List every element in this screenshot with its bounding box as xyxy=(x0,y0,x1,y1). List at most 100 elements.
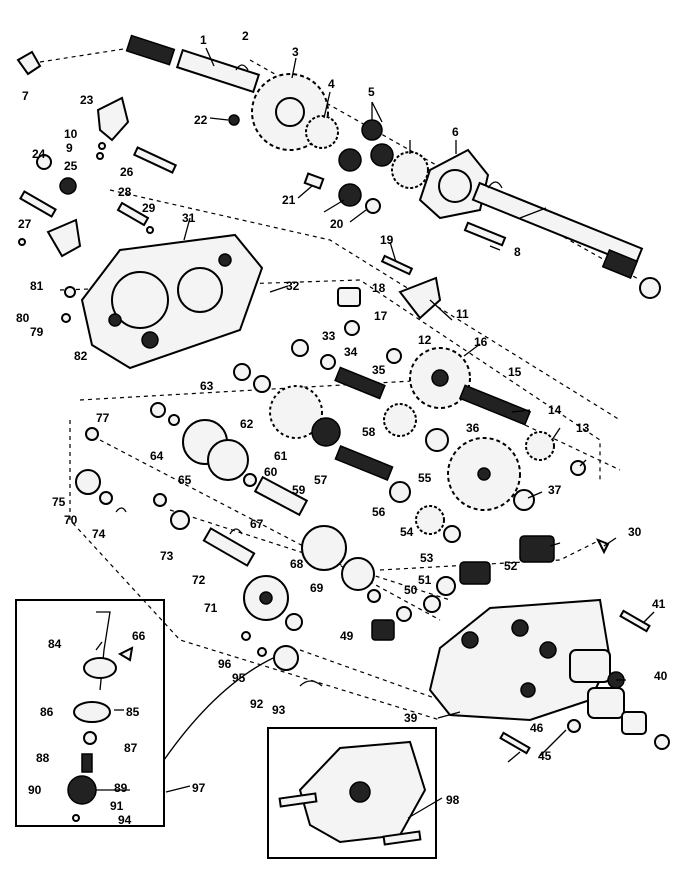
callout-90: 90 xyxy=(28,783,42,797)
callout-64: 64 xyxy=(150,449,164,463)
callout-86: 86 xyxy=(40,705,54,719)
callout-46: 46 xyxy=(530,721,544,735)
callout-92: 92 xyxy=(250,697,264,711)
shift-linkage-parts xyxy=(18,96,178,323)
callout-26: 26 xyxy=(120,165,134,179)
callout-82: 82 xyxy=(74,349,88,363)
callout-23: 23 xyxy=(80,93,94,107)
callout-66: 66 xyxy=(132,629,146,643)
gear-62 xyxy=(269,385,323,439)
callout-27: 27 xyxy=(18,217,32,231)
callout-80: 80 xyxy=(16,311,30,325)
callout-8: 8 xyxy=(514,245,521,259)
callout-1: 1 xyxy=(200,33,207,47)
callout-31: 31 xyxy=(182,211,196,225)
callout-32: 32 xyxy=(286,279,300,293)
callout-69: 69 xyxy=(310,581,324,595)
callout-79: 79 xyxy=(30,325,44,339)
callout-87: 87 xyxy=(124,741,138,755)
callout-75: 75 xyxy=(52,495,66,509)
callout-67: 67 xyxy=(250,517,264,531)
callout-6: 6 xyxy=(452,125,459,139)
callout-59: 59 xyxy=(292,483,306,497)
callout-29: 29 xyxy=(142,201,156,215)
callout-39: 39 xyxy=(404,711,418,725)
callout-96: 96 xyxy=(218,657,232,671)
callout-77: 77 xyxy=(96,411,110,425)
disc-65 xyxy=(207,439,249,481)
shift-cable-97 xyxy=(163,631,323,761)
callout-89: 89 xyxy=(114,781,128,795)
callout-2: 2 xyxy=(242,29,249,43)
callout-16: 16 xyxy=(474,335,488,349)
callout-94: 94 xyxy=(118,813,132,827)
callout-3: 3 xyxy=(292,45,299,59)
gear-4-right xyxy=(391,151,429,189)
callout-73: 73 xyxy=(160,549,174,563)
callout-34: 34 xyxy=(344,345,358,359)
callout-81: 81 xyxy=(30,279,44,293)
callout-30: 30 xyxy=(628,525,642,539)
callout-25: 25 xyxy=(64,159,78,173)
upper-shaft-assembly xyxy=(16,34,661,299)
callout-33: 33 xyxy=(322,329,336,343)
callout-57: 57 xyxy=(314,473,328,487)
callout-22: 22 xyxy=(194,113,208,127)
callout-49: 49 xyxy=(340,629,354,643)
callout-98: 98 xyxy=(446,793,460,807)
callout-88: 88 xyxy=(36,751,50,765)
callout-4: 4 xyxy=(328,77,335,91)
callout-12: 12 xyxy=(418,333,432,347)
callout-15: 15 xyxy=(508,365,522,379)
callout-7: 7 xyxy=(22,89,29,103)
disc-68 xyxy=(301,525,347,571)
callout-84: 84 xyxy=(48,637,62,651)
callout-50: 50 xyxy=(404,583,418,597)
callout-55: 55 xyxy=(418,471,432,485)
callout-61: 61 xyxy=(274,449,288,463)
callout-10: 10 xyxy=(64,127,78,141)
callout-36: 36 xyxy=(466,421,480,435)
callout-54: 54 xyxy=(400,525,414,539)
callout-17: 17 xyxy=(374,309,388,323)
callout-45: 45 xyxy=(538,749,552,763)
main-shaft-1 xyxy=(471,181,644,267)
callout-21: 21 xyxy=(282,193,296,207)
callout-60: 60 xyxy=(264,465,278,479)
left-case-half-31 xyxy=(80,233,264,370)
callout-labels: 1 2 3 4 5 6 7 8 9 10 11 12 13 14 15 16 1… xyxy=(16,29,668,827)
callout-leaders xyxy=(95,47,655,819)
callout-58: 58 xyxy=(362,425,376,439)
callout-51: 51 xyxy=(418,573,432,587)
callout-74: 74 xyxy=(92,527,106,541)
gear-4-left xyxy=(305,115,339,149)
callout-5: 5 xyxy=(368,85,375,99)
callout-37: 37 xyxy=(548,483,562,497)
assembled-view-box xyxy=(267,727,437,859)
callout-63: 63 xyxy=(200,379,214,393)
callout-68: 68 xyxy=(290,557,304,571)
callout-62: 62 xyxy=(240,417,254,431)
callout-41: 41 xyxy=(652,597,666,611)
callout-93: 93 xyxy=(272,703,286,717)
callout-70: 70 xyxy=(64,513,78,527)
callout-71: 71 xyxy=(204,601,218,615)
shift-lever-detail-box xyxy=(15,599,165,827)
callout-28: 28 xyxy=(118,185,132,199)
callout-14: 14 xyxy=(548,403,562,417)
callout-18: 18 xyxy=(372,281,386,295)
callout-19: 19 xyxy=(380,233,394,247)
callout-65: 65 xyxy=(178,473,192,487)
transaxle-case-39 xyxy=(428,598,670,755)
callout-97: 97 xyxy=(192,781,206,795)
callout-85: 85 xyxy=(126,705,140,719)
callout-91: 91 xyxy=(110,799,124,813)
callout-40: 40 xyxy=(654,669,668,683)
callout-11: 11 xyxy=(456,307,469,321)
callout-9: 9 xyxy=(66,141,73,155)
callout-52: 52 xyxy=(504,559,518,573)
callout-56: 56 xyxy=(372,505,386,519)
callout-72: 72 xyxy=(192,573,206,587)
callout-13: 13 xyxy=(576,421,590,435)
